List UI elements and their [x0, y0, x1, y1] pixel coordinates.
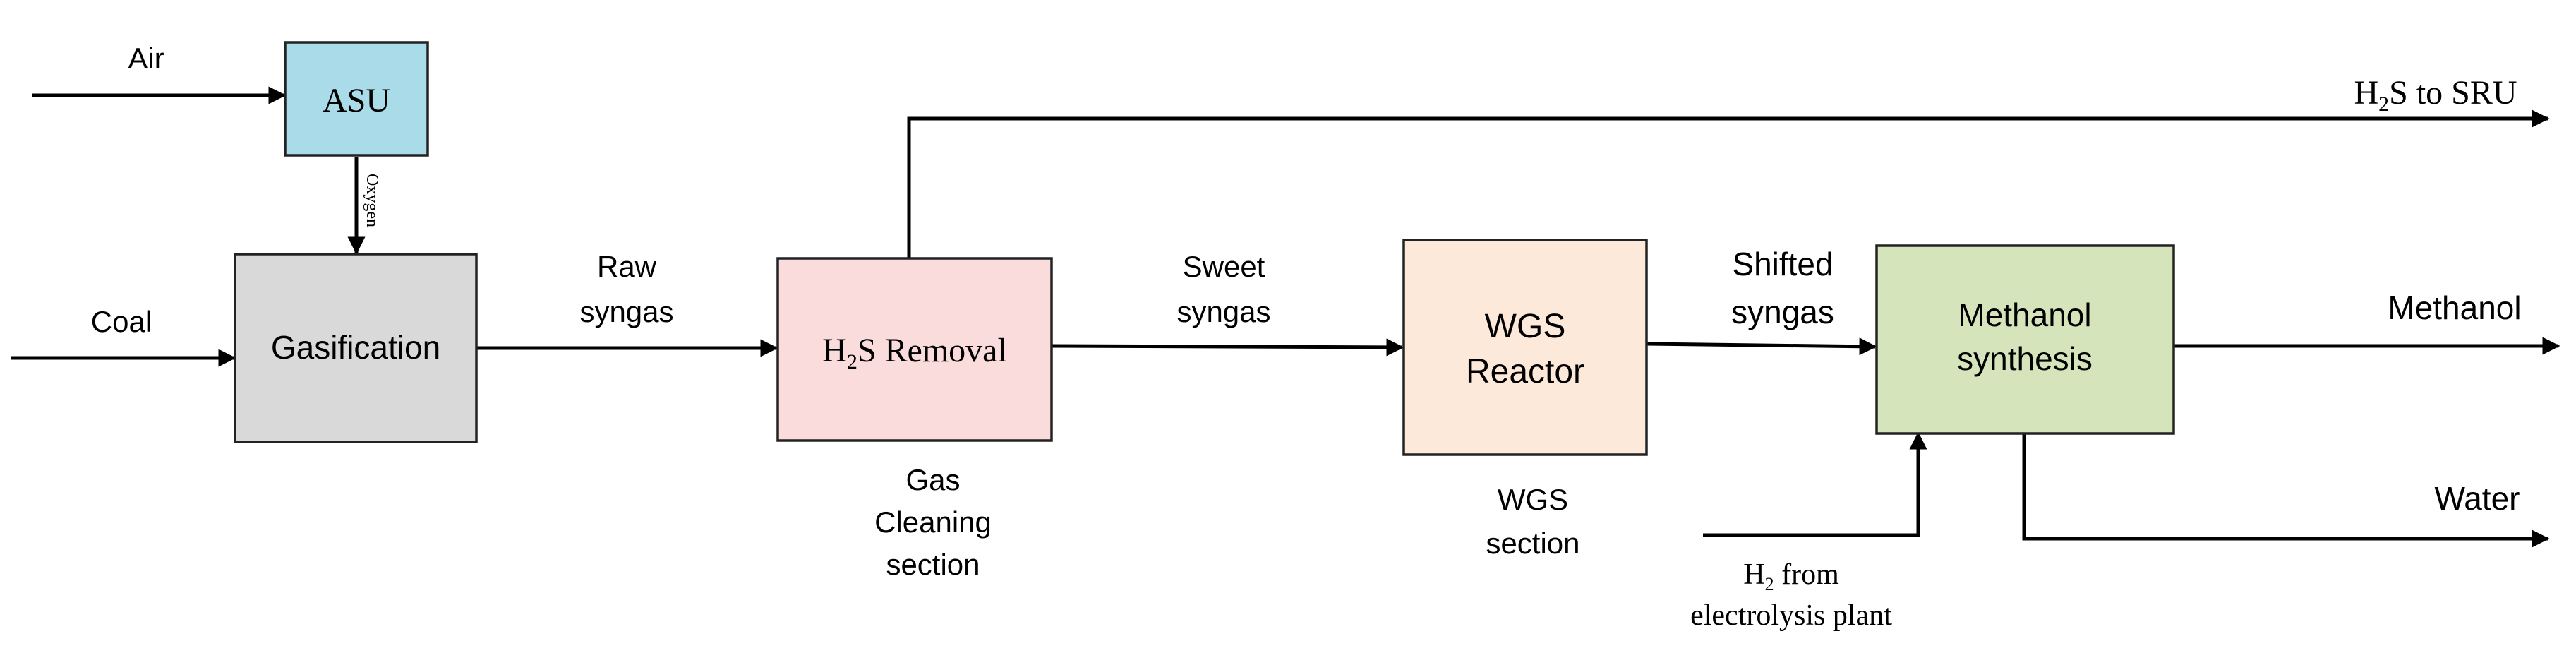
methanol-synthesis-label-line1: Methanol: [1958, 296, 2091, 333]
wgs-reactor-label-line2: Reactor: [1466, 353, 1584, 390]
sweet-syngas-arrow: [1051, 338, 1404, 357]
shifted-syngas-arrow: [1646, 337, 1877, 356]
h2-from-label-line2: electrolysis plant: [1690, 599, 1892, 632]
gas-cleaning-section-line2: Cleaning: [874, 505, 992, 539]
oxygen-label: Oxygen: [363, 174, 381, 227]
wgs-section-line1: WGS: [1498, 483, 1568, 516]
asu-block: ASU: [284, 41, 429, 157]
h2s-removal-box: [776, 257, 1053, 442]
shifted-syngas-label-line2: syngas: [1731, 294, 1834, 330]
h2s-to-sru-arrow: [907, 109, 2550, 258]
gas-cleaning-section-line3: section: [886, 548, 980, 581]
wgs-section-line2: section: [1486, 527, 1579, 560]
h2s-removal-block: H2S Removal: [776, 257, 1053, 442]
methanol-output-label: Methanol: [2388, 289, 2521, 326]
sweet-syngas-label-line1: Sweet: [1183, 250, 1265, 283]
coal-label: Coal: [91, 305, 152, 338]
water-arrow: [2022, 433, 2550, 548]
h2-from-label-line1: H2 from: [1743, 558, 1839, 594]
h2s-to-sru-label: H2S to SRU: [2354, 74, 2517, 116]
wgs-reactor-block: WGS Reactor: [1402, 239, 1648, 456]
wgs-reactor-label-line1: WGS: [1485, 308, 1566, 345]
gas-cleaning-section-line1: Gas: [905, 463, 960, 496]
methanol-synthesis-box: [1875, 244, 2175, 435]
raw-syngas-label-line1: Raw: [597, 250, 657, 283]
sweet-syngas-label-line2: syngas: [1176, 295, 1270, 328]
methanol-synthesis-label-line2: synthesis: [1957, 340, 2093, 377]
gasification-label: Gasification: [271, 329, 440, 366]
raw-syngas-label-line2: syngas: [579, 295, 673, 328]
shifted-syngas-label-line1: Shifted: [1732, 246, 1833, 282]
gasification-block: Gasification: [234, 253, 478, 443]
h2s-removal-label: H2S Removal: [822, 332, 1007, 373]
gasification-box: [234, 253, 478, 443]
methanol-synthesis-block: Methanol synthesis: [1875, 244, 2175, 435]
water-output-label: Water: [2435, 480, 2520, 517]
air-label: Air: [128, 42, 164, 75]
wgs-reactor-box: [1402, 239, 1648, 456]
asu-label: ASU: [323, 82, 390, 119]
h2-feed-arrow: [1703, 431, 1927, 537]
asu-box: [284, 41, 429, 157]
